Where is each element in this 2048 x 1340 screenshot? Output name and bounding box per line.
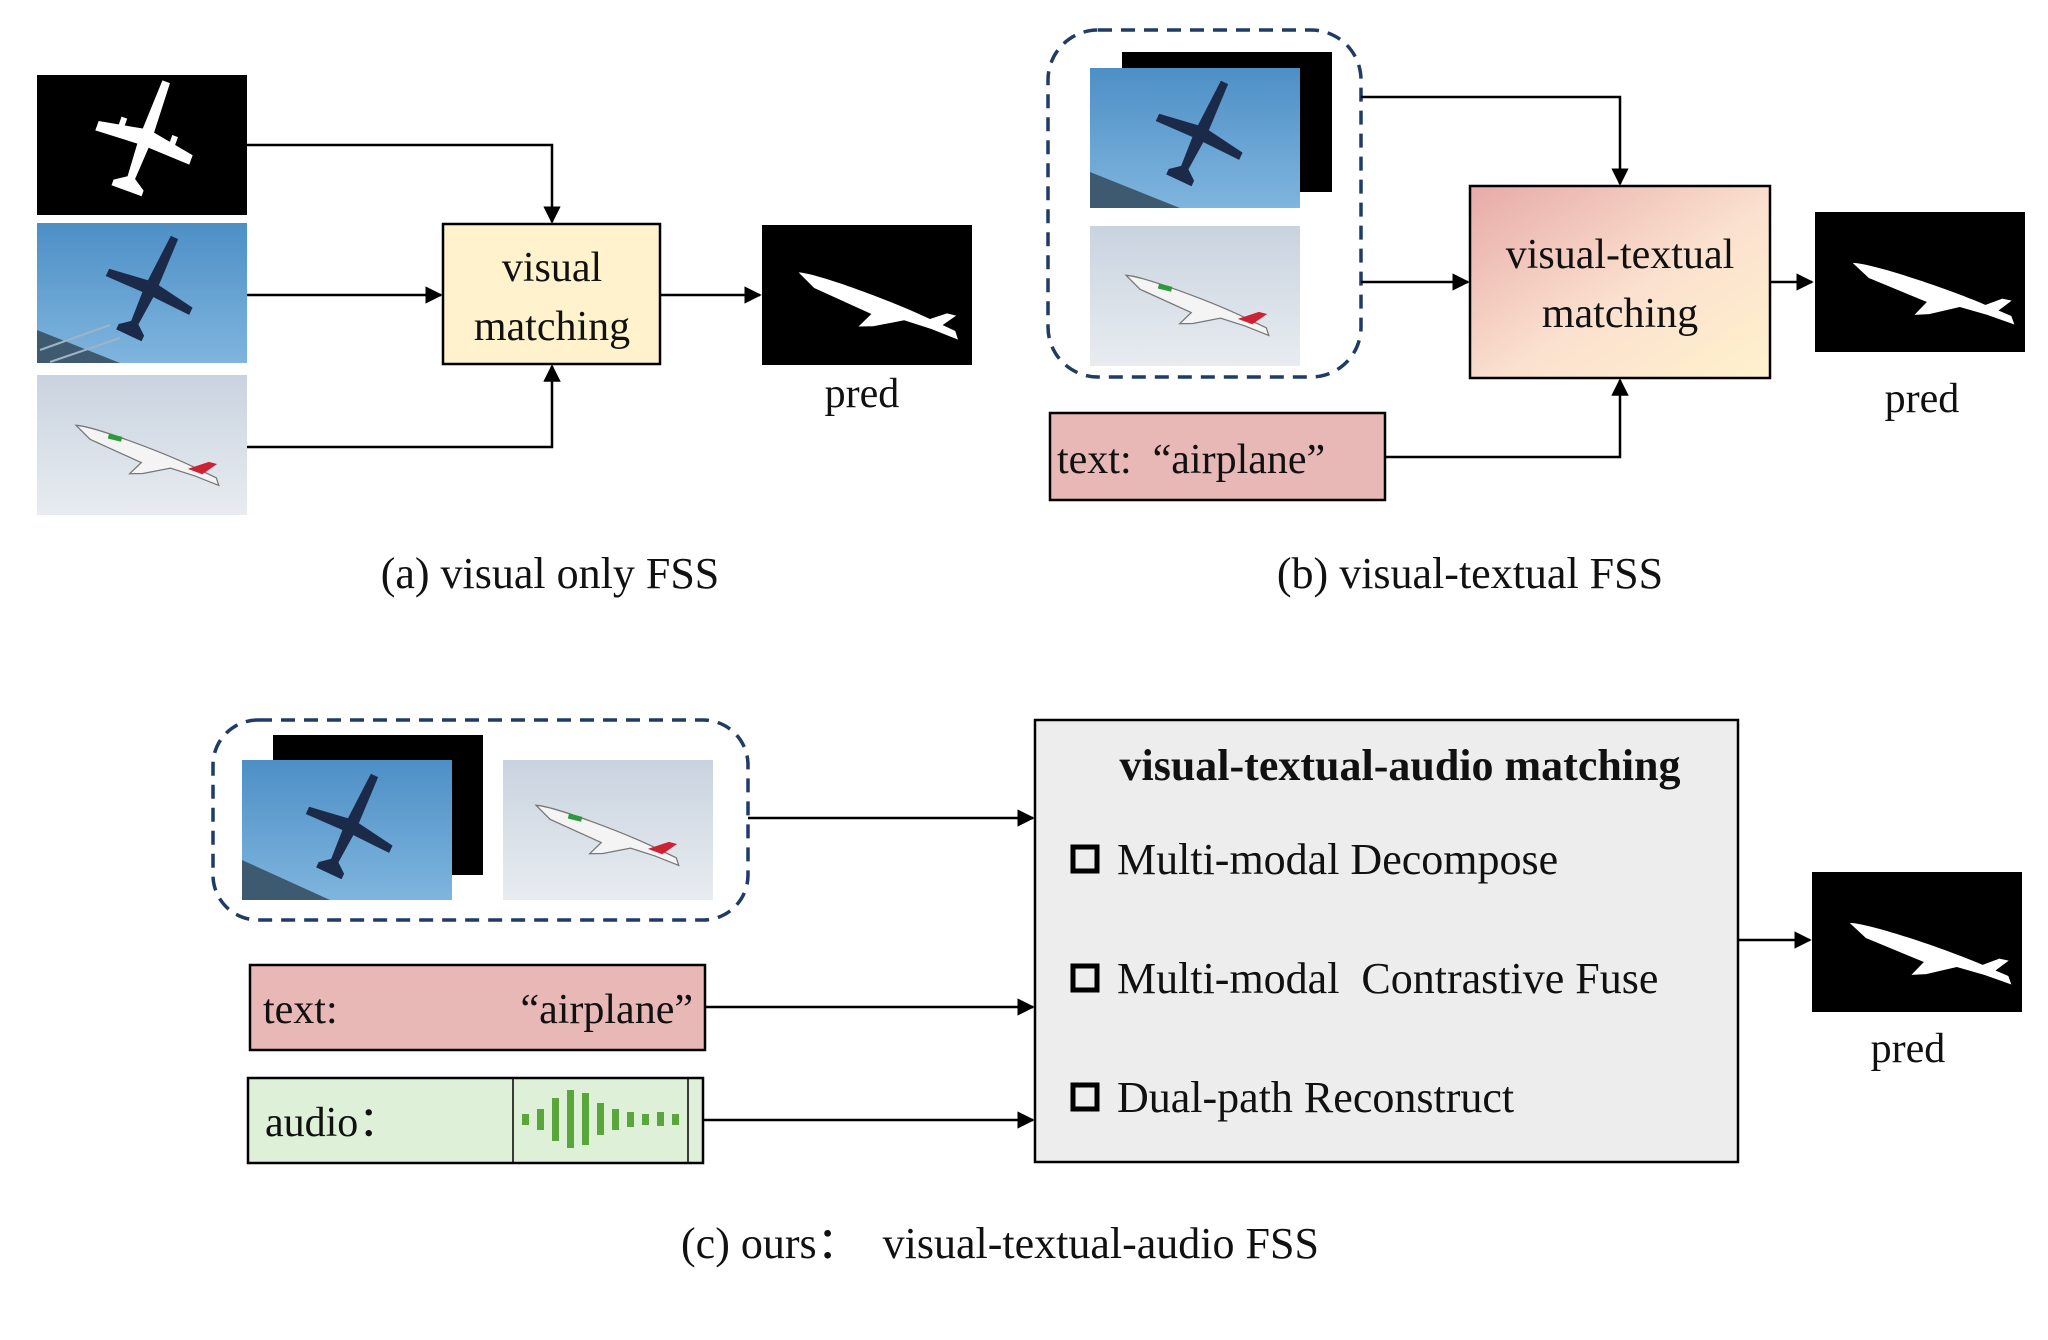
text-prompt-label: text: “airplane” bbox=[1057, 437, 1325, 483]
arrows-b bbox=[1361, 95, 1814, 459]
airplane-photo-icon bbox=[74, 424, 220, 487]
support-photo bbox=[242, 760, 452, 900]
audio-waveform-icon bbox=[522, 1090, 679, 1148]
airplane-photo-icon bbox=[305, 773, 393, 880]
airplane-photo-icon bbox=[105, 235, 193, 342]
vta-step: Multi-modal Contrastive Fuse bbox=[1070, 954, 1658, 1003]
pred-mask-image bbox=[762, 225, 972, 365]
panel-b: text: “airplane” visual-textual matching… bbox=[1046, 28, 2025, 598]
text-prompt-prefix: text: bbox=[263, 987, 338, 1033]
query-photo bbox=[1090, 226, 1300, 366]
visual-matching-label-line1: visual bbox=[502, 245, 602, 291]
caption-c: (c) ours： visual-textual-audio FSS bbox=[681, 1219, 1319, 1268]
pred-mask-image bbox=[1812, 872, 2022, 1012]
checkbox-icon bbox=[1070, 844, 1100, 874]
vta-matching-title: visual-textual-audio matching bbox=[1119, 741, 1680, 790]
panel-a: visual matching pred (a) visual only FSS bbox=[37, 75, 972, 598]
panel-c: text: “airplane” audio： visual-textual-a… bbox=[211, 718, 2022, 1268]
query-photo bbox=[37, 375, 247, 515]
support-photo bbox=[37, 223, 247, 363]
vta-step: Multi-modal Decompose bbox=[1070, 835, 1558, 884]
pred-mask-image bbox=[1815, 212, 2025, 352]
visual-textual-matching-label-line2: matching bbox=[1542, 291, 1698, 337]
audio-prompt-prefix: audio： bbox=[265, 1100, 400, 1146]
support-set-dashed-border bbox=[1046, 28, 1363, 379]
vta-step: Dual-path Reconstruct bbox=[1070, 1073, 1514, 1122]
visual-matching-box bbox=[441, 222, 662, 366]
vta-step-label: Dual-path Reconstruct bbox=[1117, 1073, 1514, 1122]
airplane-photo-icon bbox=[1124, 274, 1270, 337]
vta-step-label: Multi-modal Contrastive Fuse bbox=[1117, 954, 1658, 1003]
query-photo bbox=[503, 760, 713, 900]
text-prompt-box bbox=[1048, 411, 1387, 502]
vta-step-label: Multi-modal Decompose bbox=[1117, 835, 1558, 884]
airplane-photo-icon bbox=[534, 804, 680, 867]
pred-label: pred bbox=[825, 371, 900, 417]
visual-matching-label-line2: matching bbox=[474, 304, 630, 350]
arrows-a bbox=[247, 143, 762, 449]
caption-b: (b) visual-textual FSS bbox=[1277, 549, 1663, 598]
pred-label: pred bbox=[1871, 1026, 1946, 1072]
visual-textual-matching-label-line1: visual-textual bbox=[1506, 232, 1735, 278]
visual-textual-audio-matching-box bbox=[1033, 718, 1740, 1164]
support-mask-image bbox=[37, 75, 247, 215]
support-photo bbox=[1090, 68, 1300, 208]
text-prompt-box bbox=[248, 963, 707, 1052]
airplane-photo-icon bbox=[1155, 80, 1243, 187]
support-set-dashed-border bbox=[211, 718, 750, 922]
visual-textual-matching-box bbox=[1468, 184, 1772, 380]
checkbox-icon bbox=[1070, 1082, 1100, 1112]
checkbox-icon bbox=[1070, 963, 1100, 993]
caption-a: (a) visual only FSS bbox=[381, 549, 720, 598]
text-prompt-value: “airplane” bbox=[520, 987, 693, 1033]
airplane-mask-icon bbox=[95, 80, 193, 197]
pred-label: pred bbox=[1885, 376, 1960, 422]
arrows-c bbox=[703, 809, 1812, 1129]
